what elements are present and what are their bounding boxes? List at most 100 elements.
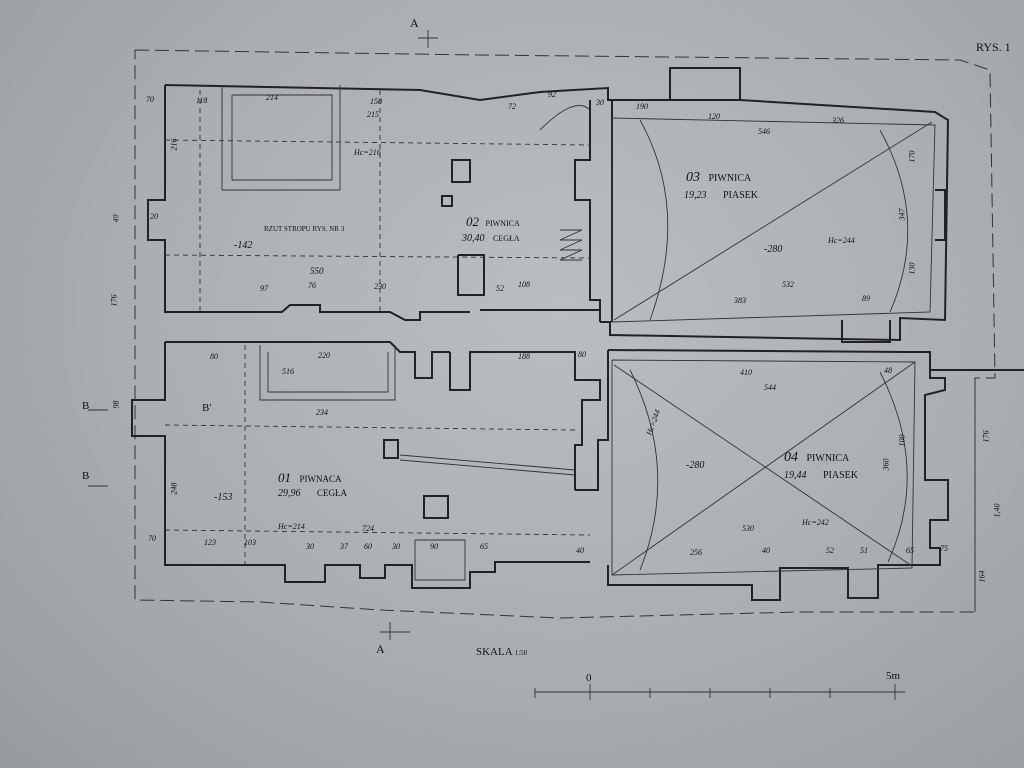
dim-bot-7: 90: [430, 542, 438, 551]
dim-mid-4: 52: [496, 284, 504, 293]
dim-right-7: 164: [977, 570, 987, 583]
room-02-label: 02 PIWNICA: [466, 214, 520, 230]
room04-diagonal-1: [613, 364, 913, 567]
dim-bot-16: 530: [742, 524, 754, 533]
wall-north-west: [164, 84, 950, 342]
dim-bot-2: 103: [244, 538, 256, 547]
wall-lower-north-mid: [449, 351, 601, 490]
room-03-floor: PIASEK: [723, 190, 759, 201]
dim-top-7: 30: [596, 98, 604, 107]
section-b-prime-label: B': [202, 402, 212, 414]
dim-left-1: 176: [109, 294, 119, 307]
room-03-label: 03 PIWNICA: [686, 170, 751, 186]
scale-text: SKALA: [476, 646, 513, 658]
dim-right-6: 1,40: [992, 503, 1002, 518]
dim-low-2: 516: [282, 367, 294, 376]
wall-lower-west: [131, 342, 590, 589]
dim-low-8: 48: [884, 366, 892, 375]
dim-low-6: 410: [740, 368, 752, 377]
room03-south-pier: [841, 320, 891, 343]
vault-arc-5: [539, 105, 591, 131]
chimney-3: [423, 495, 449, 519]
scale-end-label: 5m: [886, 670, 901, 682]
dim-bot-3: 30: [306, 542, 314, 551]
scale-zero-label: 0: [586, 672, 592, 684]
dim-top-9: 120: [708, 112, 720, 121]
chimney-4: [383, 439, 399, 459]
dim-left-0: 49: [111, 214, 121, 223]
stair-block-top: [457, 254, 485, 296]
dim-mid-8: 89: [862, 294, 870, 303]
room03-diagonal: [613, 121, 933, 321]
dim-top-5: 72: [508, 102, 516, 111]
room-01-label: 01 PIWNACA: [278, 470, 342, 486]
dim-low-7: 544: [764, 383, 776, 392]
dim-bot-14: 65: [906, 546, 914, 555]
dim-bot-15: 75: [940, 544, 948, 553]
dim-low-1: 220: [318, 351, 330, 360]
height-label-2: Hc=244: [828, 236, 855, 245]
room-02-floor: CEGŁA: [493, 234, 520, 243]
dim-top-4: 215: [367, 110, 379, 119]
dim-left-2: 98: [111, 400, 121, 409]
room-04-level: -280: [686, 460, 705, 471]
dim-top-1: 118: [196, 96, 208, 105]
room04-inner-outline: [611, 359, 916, 576]
height-label-1: Hc=216: [354, 148, 381, 157]
dim-left-4: 216: [169, 138, 179, 151]
dim-bot-4: 37: [340, 542, 348, 551]
room03-north-niche: [669, 67, 741, 101]
room-04-name: PIWNICA: [806, 453, 850, 464]
dim-bot-12: 51: [860, 546, 868, 555]
vault-arc-1: [639, 119, 669, 321]
sheet-label: RYS. 1: [976, 40, 1011, 54]
section-b2-label: B: [82, 470, 90, 482]
dim-low-0: 80: [210, 352, 218, 361]
dim-top-10: 326: [832, 116, 844, 125]
drain-line: [399, 454, 576, 471]
dim-mid-0: 97: [260, 284, 268, 293]
room-03-area-line: 19,23 PIASEK: [684, 190, 758, 201]
dim-bot-5: 60: [364, 542, 372, 551]
dim-left-5: 20: [150, 212, 158, 221]
stair-lower: [414, 539, 466, 581]
vault-arc-3: [629, 369, 659, 571]
wall-lower-north-left: [165, 341, 450, 379]
room03-inner-outline: [611, 117, 936, 323]
dim-top-2: 214: [266, 93, 278, 102]
room-03-level: -280: [764, 244, 783, 255]
room-03-area: 19,23: [684, 190, 707, 201]
dim-bot-6: 30: [392, 542, 400, 551]
room-01-number: 01: [278, 470, 291, 485]
dim-right-3: 360: [881, 458, 891, 471]
room-02-name: PIWNICA: [485, 219, 520, 228]
dash-line-5: [164, 424, 576, 431]
dim-bot-8: 65: [480, 542, 488, 551]
vault-arc-2: [879, 129, 909, 313]
dim-bot-0: 70: [148, 534, 156, 543]
room-02-level: -142: [234, 240, 253, 251]
dim-top-6: 92: [548, 90, 556, 99]
wall-cellar02-east: [574, 100, 601, 322]
dim-mid-7: 532: [782, 280, 794, 289]
dim-bot-13: 52: [826, 546, 834, 555]
room-04-number: 04: [784, 450, 798, 465]
room-04-floor: PIASEK: [823, 470, 859, 481]
height-label-4: Hc=242: [802, 518, 829, 527]
dim-right-0: 170: [907, 150, 917, 163]
dim-mid-5: 108: [518, 280, 530, 289]
lower-recess: [259, 345, 396, 401]
chimney-2: [441, 195, 453, 207]
ceiling-note: RZUT STROPU RYS. NR 3: [264, 225, 345, 233]
dim-bot-10: 256: [690, 548, 702, 557]
room-01-area-line: 29,96 CEGŁA: [278, 488, 347, 499]
outer-frame: [134, 49, 996, 619]
dim-top-3: 150: [370, 97, 382, 106]
dim-low-4: 188: [518, 352, 530, 361]
dash-line-1: [164, 139, 591, 146]
dim-top-11: 546: [758, 127, 770, 136]
dim-top-8: 190: [636, 102, 648, 111]
room04-bottom: [607, 564, 905, 601]
dim-bot-9: 40: [576, 546, 584, 555]
